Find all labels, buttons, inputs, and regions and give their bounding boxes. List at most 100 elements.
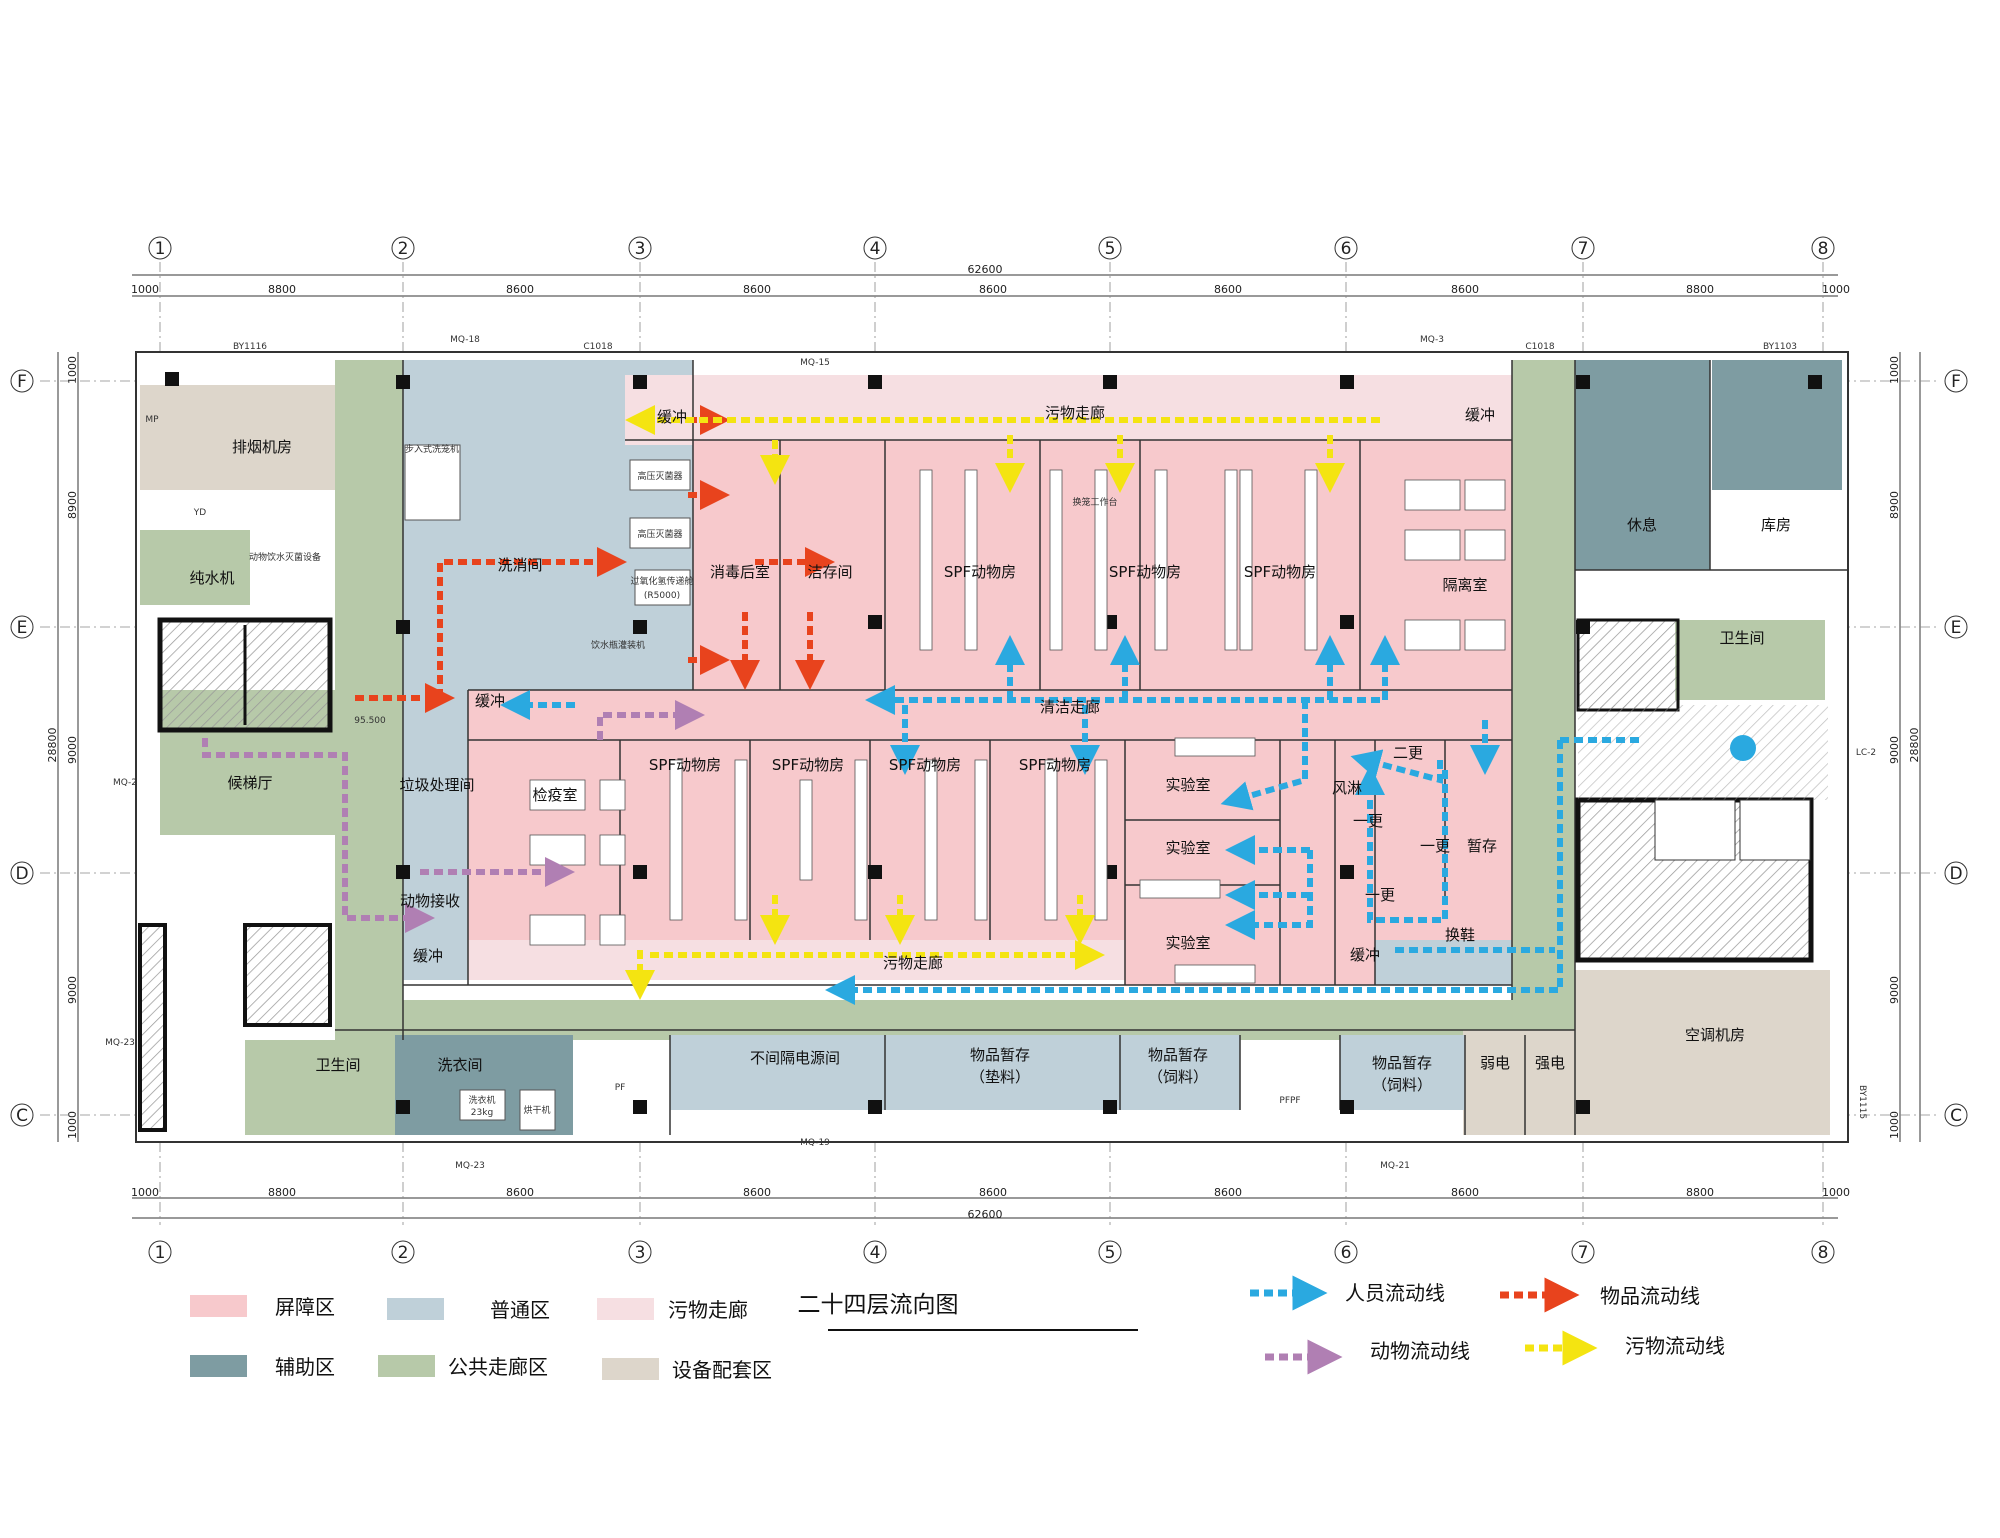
label-spf-6: SPF动物房: [889, 756, 961, 774]
svg-text:6: 6: [1341, 239, 1352, 259]
svg-text:BY1116: BY1116: [233, 342, 267, 352]
svg-text:8600: 8600: [506, 1186, 534, 1199]
svg-text:8600: 8600: [743, 1186, 771, 1199]
dirty-corridor-bottom-zone: [468, 940, 1128, 980]
legend-swatch-barrier: [190, 1295, 247, 1317]
svg-text:BY1103: BY1103: [1763, 342, 1797, 352]
svg-text:9000: 9000: [1888, 976, 1901, 1004]
label-buffer-mid: 缓冲: [475, 692, 505, 710]
label-shoe-change: 换鞋: [1445, 926, 1475, 944]
h2o2-model: (R5000): [644, 591, 680, 601]
legend-swatch-dirty: [597, 1298, 654, 1320]
svg-text:8600: 8600: [1214, 283, 1242, 296]
svg-text:3: 3: [635, 239, 646, 259]
column-bubbles-top: 1 2 3 4 5 6 7 8: [148, 236, 1835, 260]
flow-lines: [202, 405, 1640, 1005]
ups-zone: [670, 1035, 885, 1110]
aircon-room-zone: [1575, 970, 1830, 1135]
svg-text:MQ-23: MQ-23: [105, 1038, 135, 1048]
personnel-flow-path: [825, 740, 1563, 1005]
waste-zone: [403, 690, 468, 980]
svg-text:8800: 8800: [268, 1186, 296, 1199]
svg-text:E: E: [17, 618, 28, 638]
legend-label-barrier: 屏障区: [275, 1295, 335, 1319]
svg-text:BY1115: BY1115: [1857, 1085, 1867, 1119]
structural-columns: [165, 372, 1822, 1114]
svg-text:2: 2: [398, 1243, 409, 1263]
svg-text:MQ-3: MQ-3: [1420, 335, 1444, 345]
svg-text:1000: 1000: [66, 1111, 79, 1139]
svg-text:MQ-19: MQ-19: [800, 1138, 830, 1148]
svg-text:PF: PF: [615, 1083, 626, 1093]
svg-text:4: 4: [870, 1243, 881, 1263]
svg-text:8900: 8900: [66, 491, 79, 519]
svg-text:MQ-23: MQ-23: [455, 1161, 485, 1171]
legend-label-personnel: 人员流动线: [1345, 1281, 1445, 1305]
label-buffer-top-right: 缓冲: [1465, 406, 1495, 424]
svg-text:9000: 9000: [1888, 736, 1901, 764]
overall-dim-bottom: 62600: [968, 1208, 1003, 1221]
legend-label-general: 普通区: [490, 1298, 550, 1322]
label-spf-7: SPF动物房: [1019, 756, 1091, 774]
svg-text:MQ-2: MQ-2: [113, 778, 137, 788]
svg-text:1000: 1000: [66, 356, 79, 384]
svg-text:8900: 8900: [1888, 491, 1901, 519]
right-dimensions: 28800 1000 8900 9000 9000 1000: [1888, 352, 1921, 1142]
water-filler-label: 饮水瓶灌装机: [591, 639, 645, 651]
label-strong-elec: 强电: [1535, 1054, 1565, 1072]
legend-swatch-general: [387, 1298, 444, 1320]
diagram-title: 二十四层流向图: [798, 1292, 959, 1318]
svg-text:5: 5: [1105, 239, 1116, 259]
legend-label-animals: 动物流动线: [1370, 1339, 1470, 1363]
svg-text:8600: 8600: [1451, 1186, 1479, 1199]
label-item-store-2-sub: （饲料）: [1148, 1068, 1208, 1086]
svg-text:C1018: C1018: [583, 342, 612, 352]
svg-text:1000: 1000: [1822, 1186, 1850, 1199]
label-aircon-room: 空调机房: [1685, 1026, 1745, 1044]
overall-dim-top: 62600: [968, 263, 1003, 276]
label-buffer-bottom-right: 缓冲: [1350, 946, 1380, 964]
label-lab-2: 实验室: [1165, 839, 1210, 857]
svg-text:5: 5: [1105, 1243, 1116, 1263]
label-warehouse: 库房: [1761, 516, 1791, 534]
label-spf-5: SPF动物房: [772, 756, 844, 774]
public-corridor-bottom: [335, 1000, 1575, 1040]
toilet-zone-right: [1675, 620, 1825, 700]
label-dirty-corridor-top: 污物走廊: [1045, 404, 1105, 422]
label-rest: 休息: [1627, 516, 1657, 534]
svg-text:D: D: [15, 864, 28, 884]
legend-swatch-auxiliary: [190, 1355, 247, 1377]
svg-text:1000: 1000: [131, 283, 159, 296]
store3-zone: [1340, 1035, 1465, 1110]
svg-text:E: E: [1951, 618, 1962, 638]
exhaust-room-zone: [140, 385, 335, 490]
label-change-1b: 一更: [1420, 837, 1450, 855]
label-change-2: 二更: [1393, 744, 1423, 762]
svg-text:1000: 1000: [1822, 283, 1850, 296]
warehouse-zone: [1712, 360, 1842, 490]
label-lobby: 候梯厅: [227, 774, 272, 792]
label-ups-room: 不间隔电源间: [750, 1049, 840, 1067]
label-spf-4: SPF动物房: [649, 756, 721, 774]
purewater-zone: [140, 530, 250, 605]
store2-zone: [1120, 1035, 1240, 1110]
svg-text:8600: 8600: [743, 283, 771, 296]
svg-text:MQ-15: MQ-15: [800, 358, 830, 368]
svg-text:D: D: [1949, 864, 1962, 884]
svg-text:4: 4: [870, 239, 881, 259]
label-laundry: 洗衣间: [437, 1056, 482, 1074]
svg-text:6: 6: [1341, 1243, 1352, 1263]
water-ctrl-label: 动物饮水灭菌设备: [249, 551, 321, 563]
label-waste-room: 垃圾处理间: [399, 776, 474, 794]
label-spf-3: SPF动物房: [1244, 563, 1316, 581]
svg-text:MQ-21: MQ-21: [1380, 1161, 1410, 1171]
svg-text:1: 1: [155, 239, 166, 259]
legend-label-dirty: 污物走廊: [668, 1298, 748, 1322]
svg-text:LC-2: LC-2: [1856, 748, 1876, 758]
wash-equipment: 步入式洗笼机 高压灭菌器 高压灭菌器 过氧化氢传递舱 (R5000) 饮水瓶灌装…: [249, 443, 1118, 1131]
svg-text:8800: 8800: [1686, 1186, 1714, 1199]
label-clean-corridor: 清洁走廊: [1040, 698, 1100, 716]
animal-flow-path: [202, 738, 435, 933]
svg-text:F: F: [17, 372, 27, 392]
svg-text:9000: 9000: [66, 976, 79, 1004]
